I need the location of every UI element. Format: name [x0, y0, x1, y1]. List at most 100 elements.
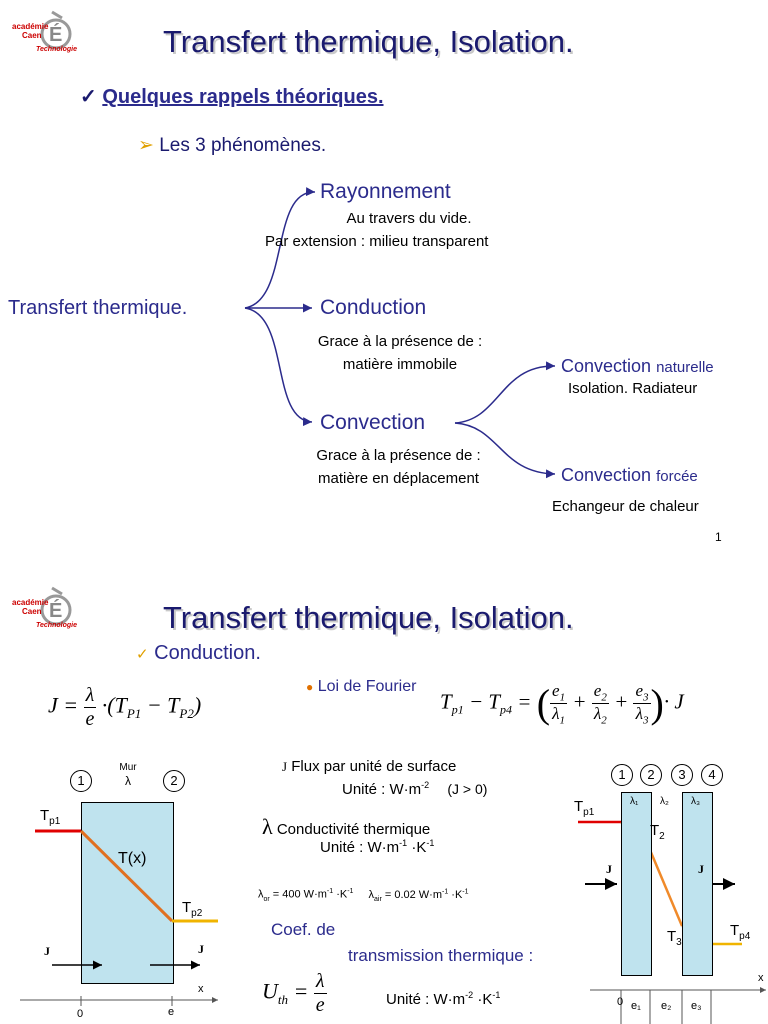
lambda-line: λ Conductivité thermique: [262, 814, 431, 839]
forcee-suffix: forcée: [656, 468, 698, 485]
checkmark-icon: ✓: [80, 86, 97, 108]
wall3-t3: T3: [667, 928, 682, 948]
rayonnement-desc2: Par extension : milieu transparent: [265, 233, 489, 250]
logo-line3: Technologie: [36, 46, 77, 53]
wall3-lambda3: λ₃: [691, 796, 701, 807]
wall1-tp2-sub: p2: [191, 908, 203, 919]
wall1-circle-2: 2: [163, 770, 185, 792]
arrow-naturelle: [454, 361, 556, 424]
wall3-tp1-text: T: [574, 798, 584, 815]
wall3-circle-3: 3: [671, 764, 693, 786]
svg-text:É: É: [49, 599, 62, 622]
wall3-j-right: J: [698, 862, 704, 876]
rayonnement-desc1: Au travers du vide.: [346, 210, 472, 227]
logo-line1: académie: [12, 22, 49, 31]
wall1-zero: 0: [77, 1008, 84, 1020]
logo-line2-2: Caen: [22, 607, 42, 616]
slide-title-2: Transfert thermique, Isolation.: [163, 600, 574, 635]
wall3-lambda2: λ₂: [660, 796, 669, 807]
section-heading: ✓ Quelques rappels théoriques.: [80, 84, 384, 109]
wall1-mur: Mur: [119, 762, 137, 773]
conduction-label: Conduction: [320, 296, 427, 319]
flux-line: J Flux par unité de surface: [282, 758, 456, 775]
wall3-tp4-sub: p4: [739, 931, 751, 942]
subsection-text: Les 3 phénomènes.: [159, 135, 327, 156]
logo-line1-2: académie: [12, 598, 49, 607]
flux-unit: Unité : W·m: [342, 781, 422, 798]
wall1-tp2: Tp2: [182, 899, 202, 919]
wall1-j-left: J: [44, 944, 50, 958]
arrow-convection: [244, 307, 313, 427]
wall3-tp1-sub: p1: [583, 807, 595, 818]
section-heading-2: ✓ Conduction.: [136, 642, 261, 665]
wall1-e: e: [168, 1006, 175, 1018]
conduction-desc2: matière immobile: [342, 356, 458, 373]
forcee-desc: Echangeur de chaleur: [552, 498, 699, 515]
wall3-e3: e₃: [691, 1000, 702, 1012]
wall3-circle-1: 1: [611, 764, 633, 786]
section-text-2: Conduction.: [154, 642, 261, 664]
flux-unit-line: Unité : W·m-2 (J > 0): [342, 780, 488, 798]
bullet-icon: ●: [306, 680, 314, 694]
wall3-layer-3: [682, 792, 713, 976]
arrow-forcee: [454, 422, 556, 479]
wall3-e1: e₁: [631, 1000, 641, 1012]
checkmark-icon-2: ✓: [136, 646, 149, 663]
flux-symbol: J: [282, 759, 288, 774]
forcee-label: Convection forcée: [561, 465, 698, 486]
wall3-x-label: x: [758, 972, 764, 984]
wall-diagrams: [20, 820, 766, 1024]
root-label: Transfert thermique.: [8, 297, 188, 319]
subsection-heading: ➢ Les 3 phénomènes.: [138, 134, 326, 157]
uth-unit-line: Unité : W·m-2 ·K-1: [386, 990, 501, 1008]
wall3-t3-text: T: [667, 928, 677, 945]
flux-label: Flux par unité de surface: [291, 758, 457, 775]
wall1-tp1-sub: p1: [49, 816, 61, 827]
wall3-tp4-text: T: [730, 922, 740, 939]
wall1-tx: T(x): [118, 850, 147, 867]
wall3-j-left: J: [606, 862, 612, 876]
page-number: 1: [715, 530, 722, 544]
convection-label: Convection: [320, 411, 426, 434]
wall1-x-label: x: [198, 983, 204, 995]
wall3-zero: 0: [617, 996, 624, 1008]
wall1-profile-line: [79, 829, 174, 923]
forcee-main: Convection: [561, 465, 652, 485]
wall3-seg2: [648, 849, 684, 927]
wall3-tp4: Tp4: [730, 922, 750, 942]
wall3-t3-sub: 3: [676, 937, 682, 948]
wall3-circle-4: 4: [701, 764, 723, 786]
rayonnement-label: Rayonnement: [320, 180, 451, 203]
tree-arrows: [244, 187, 556, 479]
coef-line2: transmission thermique :: [348, 946, 534, 965]
wall3-tp1: Tp1: [574, 798, 594, 818]
logo-e-icon: É: [40, 10, 72, 50]
fourier-text: Loi de Fourier: [317, 678, 417, 695]
naturelle-suffix: naturelle: [656, 359, 714, 376]
logo-line2: Caen: [22, 31, 42, 40]
conduction-desc1: Grace à la présence de :: [317, 333, 483, 350]
logo-line3-2: Technologie: [36, 622, 77, 629]
wall1-block: [81, 802, 174, 984]
naturelle-desc: Isolation. Radiateur: [568, 380, 698, 397]
wall3-circle-2: 2: [640, 764, 662, 786]
lambda-air: = 0.02 W·m: [384, 888, 442, 901]
wall1-circle-1: 1: [70, 770, 92, 792]
arrow-bullet-icon: ➢: [138, 135, 154, 156]
wall1-j-right: J: [198, 942, 204, 956]
wall1-tp1: Tp1: [40, 807, 60, 827]
naturelle-main: Convection: [561, 356, 652, 376]
naturelle-label: Convection naturelle: [561, 356, 714, 377]
lambda-unit: Unité : W·m: [320, 839, 400, 856]
coef-line1: Coef. de: [271, 920, 336, 939]
flux-cond: (J > 0): [447, 781, 488, 797]
section-text: Quelques rappels théoriques.: [102, 86, 384, 108]
wall3-t2-sub: 2: [659, 831, 665, 842]
